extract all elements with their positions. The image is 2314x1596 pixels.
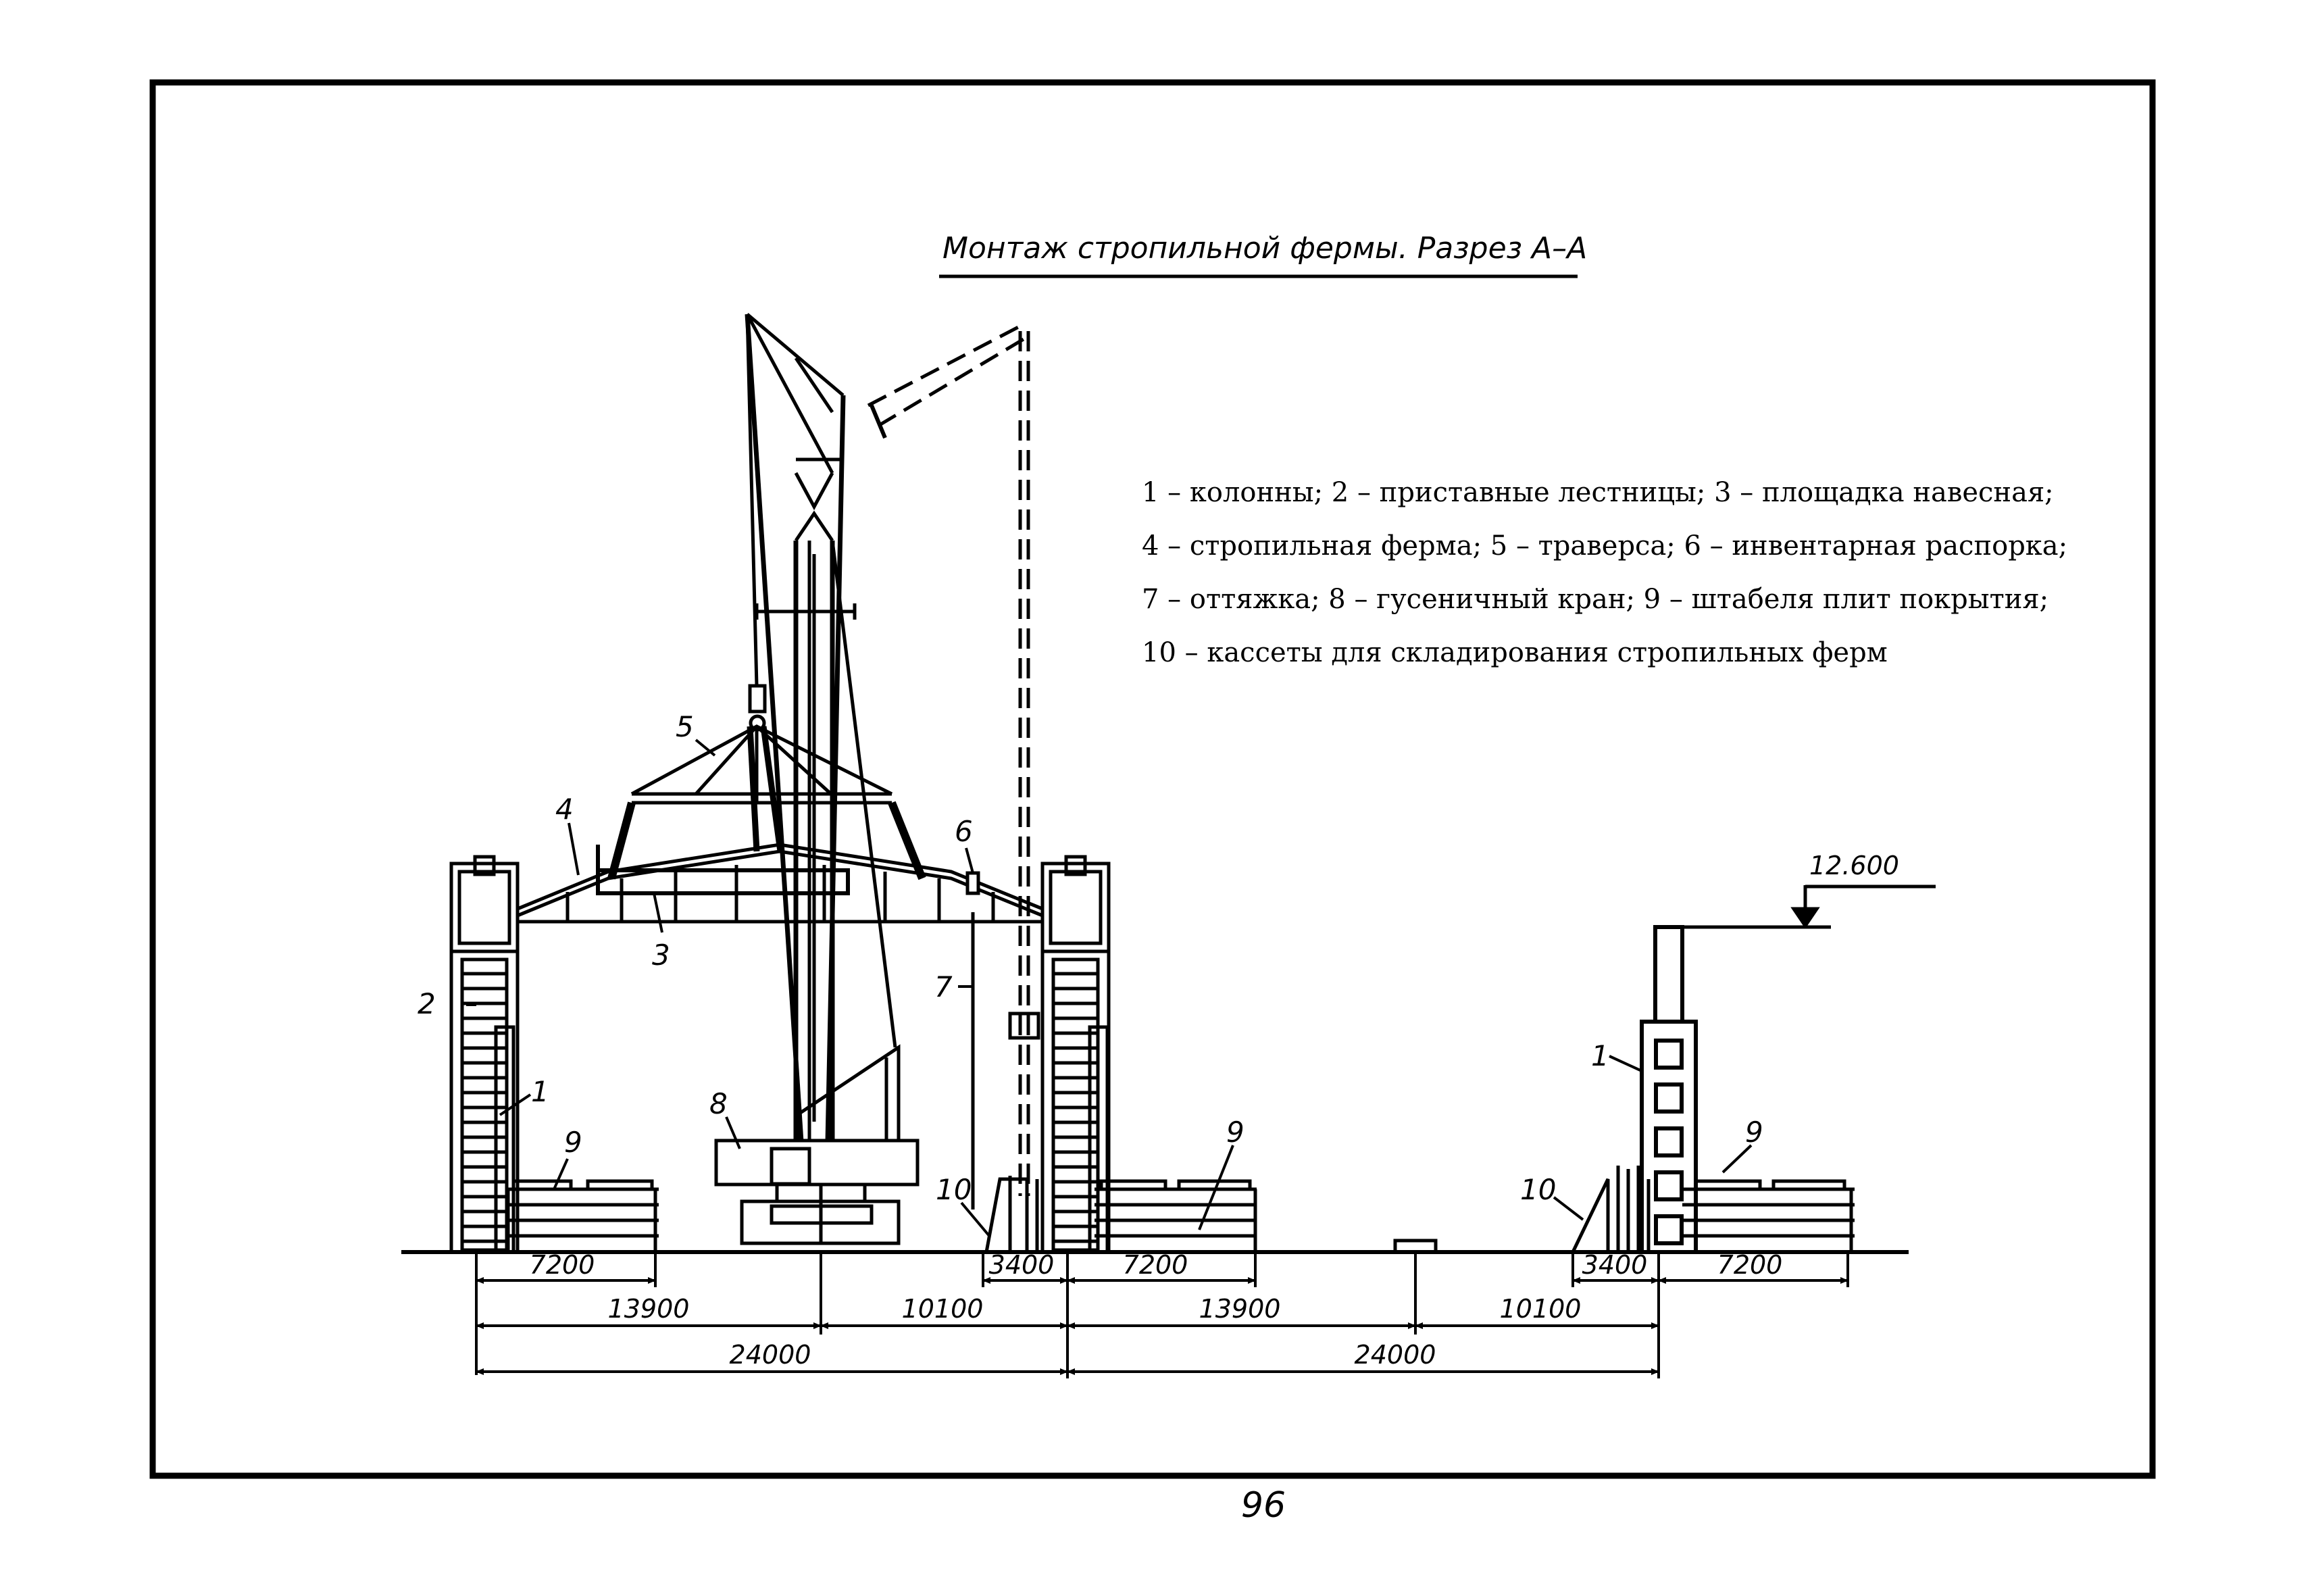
callout-6: 6	[955, 815, 973, 848]
callout-3: 3	[652, 939, 670, 972]
callout-9-middle: 9	[1226, 1116, 1244, 1149]
drawing-title: Монтаж стропильной фермы. Разрез А–А	[942, 231, 1587, 266]
cassette-middle	[984, 1176, 1039, 1253]
dim-24000-right: 24000	[1355, 1340, 1436, 1370]
dim-24000-left: 24000	[730, 1340, 811, 1370]
dim-7200-right: 7200	[1717, 1250, 1783, 1280]
cassette-right	[1571, 1166, 1651, 1253]
legend-line: 4 – стропильная ферма; 5 – траверса; 6 –…	[1142, 530, 2068, 562]
crawler-crane	[714, 313, 920, 1245]
alt-boom-position	[867, 322, 1032, 1196]
dim-3400-right: 3400	[1582, 1250, 1648, 1280]
dim-10100-left: 10100	[902, 1294, 984, 1324]
slab-stack-left	[506, 1179, 659, 1252]
callout-1-left: 1	[531, 1075, 549, 1108]
callout-5: 5	[676, 710, 694, 743]
leader-lines	[466, 739, 1753, 1238]
elevation-value: 12.600	[1809, 851, 1899, 880]
left-column-assembly	[449, 855, 520, 1254]
callout-1-right: 1	[1591, 1039, 1609, 1072]
callout-8: 8	[709, 1087, 728, 1120]
dimension-lines	[475, 1252, 1849, 1378]
dim-7200-left: 7200	[530, 1250, 595, 1280]
alt-hook-block	[1008, 1012, 1040, 1040]
traverse-beam	[607, 724, 926, 880]
slab-stack-middle	[1095, 1179, 1257, 1252]
alt-boom-foot	[870, 404, 887, 439]
dim-3400-middle: 3400	[989, 1250, 1055, 1280]
callout-9-right: 9	[1745, 1116, 1763, 1149]
page-number: 96	[1241, 1485, 1286, 1526]
spreader	[965, 871, 980, 895]
middle-column-assembly	[1040, 855, 1111, 1254]
dim-13900-left: 13900	[608, 1294, 690, 1324]
slab-stack-right	[1682, 1179, 1855, 1252]
legend-line: 7 – оттяжка; 8 – гусеничный кран; 9 – шт…	[1142, 584, 2049, 615]
elevation-marker	[1682, 884, 1936, 929]
callout-group: 2 4 5 3 1 9 8 6 7 10 9 1 10 9	[418, 710, 1763, 1206]
dim-7200-middle: 7200	[1123, 1250, 1188, 1280]
callout-4: 4	[555, 793, 574, 826]
dim-10100-right: 10100	[1500, 1294, 1582, 1324]
callout-10-right: 10	[1520, 1173, 1556, 1206]
callout-9-left: 9	[564, 1126, 582, 1159]
legend-line: 10 – кассеты для складирования стропильн…	[1142, 637, 1888, 668]
legend: 1 – колонны; 2 – приставные лестницы; 3 …	[1142, 466, 2250, 680]
callout-2: 2	[418, 987, 436, 1020]
callout-10-middle: 10	[936, 1173, 972, 1206]
right-column	[1640, 925, 1698, 1254]
drawing-frame	[149, 79, 2156, 1479]
legend-line: 1 – колонны; 2 – приставные лестницы; 3 …	[1142, 477, 2054, 508]
dimension-labels: 7200 3400 7200 3400 7200 13900 10100 139…	[530, 1250, 1783, 1370]
callout-7: 7	[934, 970, 953, 1003]
dim-13900-right: 13900	[1199, 1294, 1281, 1324]
